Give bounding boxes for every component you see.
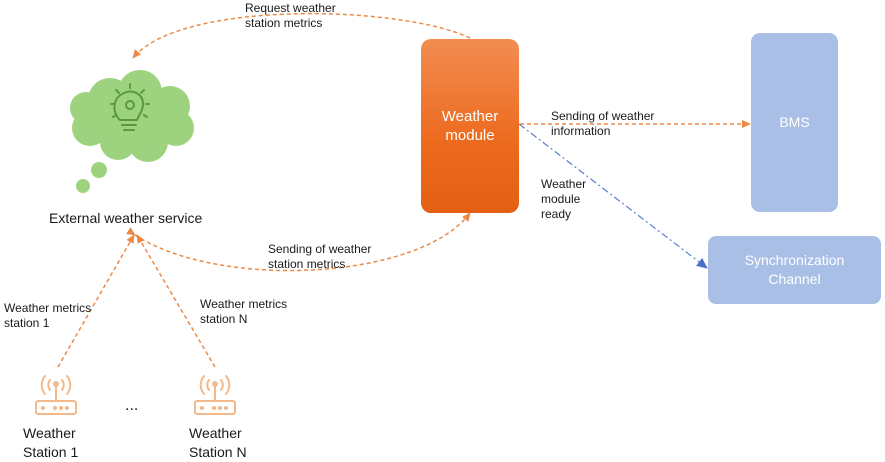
sending-metrics-arrow — [126, 212, 471, 272]
station-n-arrow — [136, 234, 216, 368]
wireless-router-icon — [35, 375, 77, 415]
station-n-arrow-label: Weather metrics station N — [200, 297, 288, 326]
request-arrow-label: Request weather station metrics — [245, 1, 336, 30]
bms-box: BMS — [751, 33, 838, 212]
module-ready-arrow — [518, 123, 708, 269]
sending-metrics-label: Sending of weather station metrics — [268, 242, 372, 271]
thought-cloud-lightbulb-icon — [70, 70, 194, 193]
station-n-label: Weather Station N — [189, 425, 247, 460]
station-1-arrow-label: Weather metrics station 1 — [4, 301, 92, 330]
weather-module-box: Weather module — [421, 39, 519, 213]
sending-info-label: Sending of weather information — [551, 109, 655, 138]
synchronization-channel-box: Synchronization Channel — [708, 236, 881, 304]
station-1-label: Weather Station 1 — [23, 425, 79, 460]
module-ready-label: Weather module ready — [541, 177, 587, 221]
more-stations-ellipsis: ... — [125, 397, 139, 414]
wireless-router-icon — [194, 375, 236, 415]
external-weather-service-label: External weather service — [49, 210, 203, 226]
station-1-arrow — [57, 234, 135, 368]
request-arrow — [132, 12, 471, 59]
